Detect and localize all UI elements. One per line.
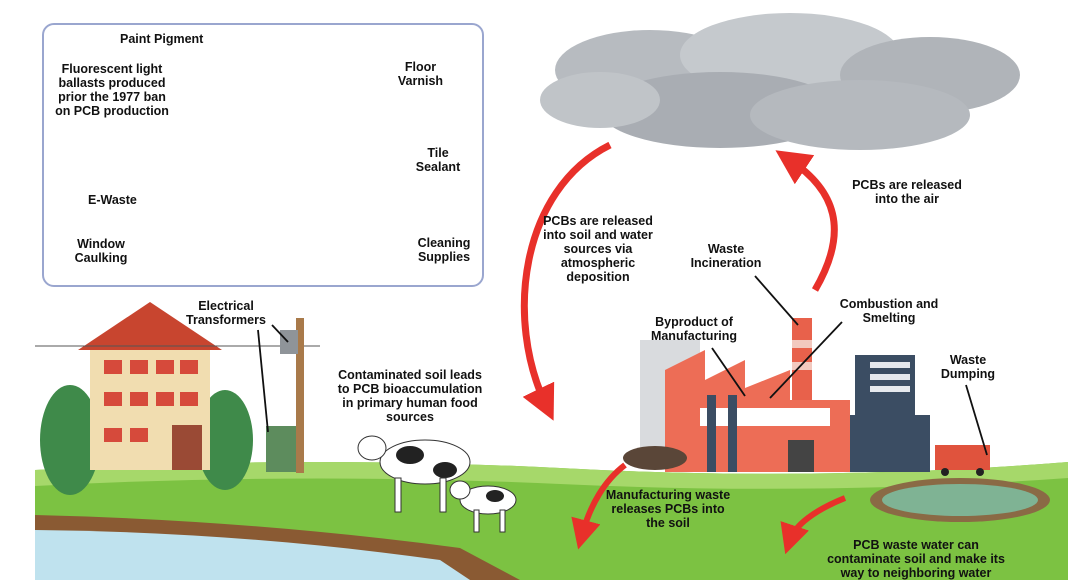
label-cleaning-supplies: Cleaning Supplies — [417, 236, 471, 264]
deposition-arrow — [520, 141, 612, 421]
electrical-transformer — [35, 318, 320, 473]
waste-pond — [882, 484, 1038, 516]
label-fluorescent-ballasts: Fluorescent light ballasts produced prio… — [55, 62, 169, 118]
waste-pile — [623, 446, 687, 470]
label-e-waste: E-Waste — [88, 193, 137, 207]
label-window-caulking: Window Caulking — [74, 237, 128, 265]
label-manufacturing-waste: Manufacturing waste releases PCBs into t… — [605, 488, 731, 530]
waste-truck — [935, 445, 990, 470]
water-runoff-arrow — [780, 495, 847, 555]
river — [35, 530, 470, 580]
label-atmospheric-deposition: PCBs are released into soil and water so… — [543, 214, 653, 284]
apartment-building — [40, 302, 253, 495]
soil-waste-arrow — [571, 462, 627, 550]
label-electrical-transformers: Electrical Transformers — [186, 299, 266, 327]
label-waste-dumping: Waste Dumping — [940, 353, 996, 381]
label-tile-sealant: Tile Sealant — [415, 146, 461, 174]
air-release-arrow — [775, 150, 838, 292]
label-waste-incineration: Waste Incineration — [690, 242, 762, 270]
pcb-flow-arrows — [520, 141, 847, 555]
household-sources-panel — [42, 23, 484, 287]
label-floor-varnish: Floor Varnish — [397, 60, 444, 88]
label-pcb-waste-water: PCB waste water can contaminate soil and… — [827, 538, 1005, 580]
label-combustion-smelting: Combustion and Smelting — [839, 297, 939, 325]
factory — [623, 318, 990, 476]
label-paint-pigment: Paint Pigment — [120, 32, 204, 46]
cows — [357, 435, 517, 533]
label-released-into-air: PCBs are released into the air — [852, 178, 962, 206]
smoke-cloud — [540, 13, 1020, 150]
label-byproduct-manufacturing: Byproduct of Manufacturing — [650, 315, 738, 343]
label-contaminated-soil: Contaminated soil leads to PCB bioaccumu… — [337, 368, 483, 424]
